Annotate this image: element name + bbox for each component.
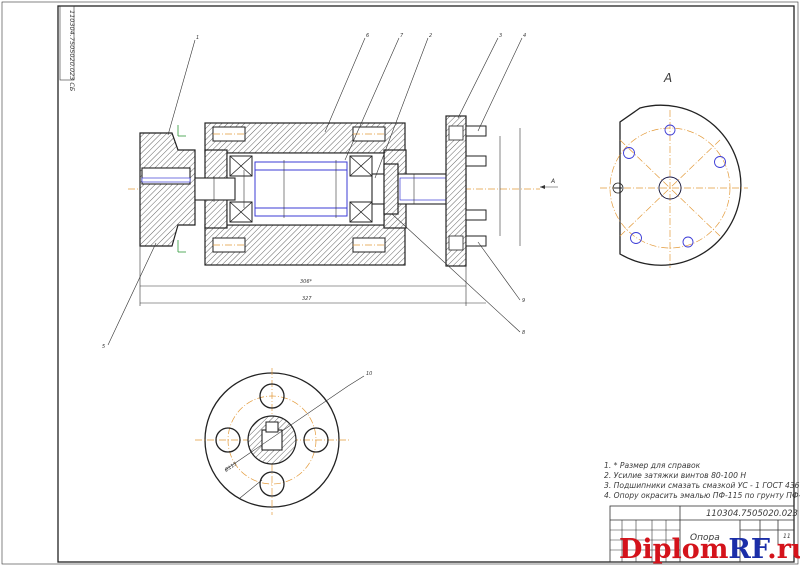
- svg-text:9: 9: [522, 298, 525, 304]
- position-leaders: 1 6 7 2 3 4 5 8 9: [102, 33, 526, 350]
- svg-text:2: 2: [429, 33, 432, 39]
- dim-overall-star: 306*: [300, 279, 313, 285]
- bottom-section-view: 10 Ø115: [195, 368, 372, 515]
- note-3: 3. Подшипники смазать смазкой УС - 1 ГОС…: [604, 481, 800, 490]
- svg-text:7: 7: [400, 33, 404, 39]
- dim-overall: 327: [302, 296, 312, 302]
- left-coupling: [139, 132, 196, 247]
- title-block-code: 110304.7505020.023 СБ: [706, 509, 800, 519]
- right-bearing: [349, 155, 373, 223]
- view-a-flange: [619, 104, 742, 266]
- section-marks: [177, 125, 186, 253]
- title-block: 110304.7505020.023 СБ Опора 11: [609, 505, 800, 563]
- svg-text:5: 5: [102, 344, 105, 350]
- housing-bolts: [212, 126, 386, 253]
- diameter-dims: [213, 128, 521, 246]
- svg-text:А: А: [550, 178, 555, 185]
- view-a-holes: [612, 124, 726, 248]
- bottom-bolt-holes: [215, 383, 329, 497]
- note-2: 2. Усилие затяжки винтов 80-100 Н: [604, 471, 746, 480]
- svg-text:8: 8: [522, 330, 525, 336]
- title-block-sheet: 11: [783, 533, 791, 540]
- bottom-dim-line: [224, 385, 349, 471]
- svg-text:4: 4: [523, 33, 526, 39]
- watermark-logo: DiplomRF.ru: [619, 534, 800, 565]
- svg-text:1: 1: [196, 35, 199, 41]
- main-section-view: А 306* 327 1 6 7: [102, 33, 558, 350]
- view-arrow-a: А: [540, 178, 558, 189]
- left-bearing: [229, 155, 253, 223]
- view-a: А: [600, 71, 748, 268]
- flange-studs: [465, 125, 487, 247]
- lock-nut: [383, 163, 399, 215]
- svg-text:6: 6: [366, 33, 369, 39]
- svg-text:3: 3: [499, 33, 502, 39]
- corner-code-box: 110304.7505020.023 СБ: [59, 5, 76, 92]
- technical-notes: 1. * Размер для справок 2. Усилие затяжк…: [604, 461, 800, 500]
- view-a-label: А: [663, 71, 672, 85]
- svg-text:DiplomRF.ru: DiplomRF.ru: [619, 534, 800, 565]
- note-4: 4. Опору окрасить эмалью ПФ-115 по грунт…: [604, 491, 800, 500]
- inner-frame: [57, 5, 795, 563]
- title-block-name: Опора: [690, 533, 720, 543]
- note-1: 1. * Размер для справок: [604, 461, 701, 470]
- right-flange: [445, 115, 467, 267]
- corner-code: 110304.7505020.023 СБ: [68, 10, 76, 92]
- svg-text:10: 10: [366, 371, 372, 377]
- spacer-sleeve: [254, 161, 348, 217]
- overall-dimensions: 306* 327: [139, 246, 486, 306]
